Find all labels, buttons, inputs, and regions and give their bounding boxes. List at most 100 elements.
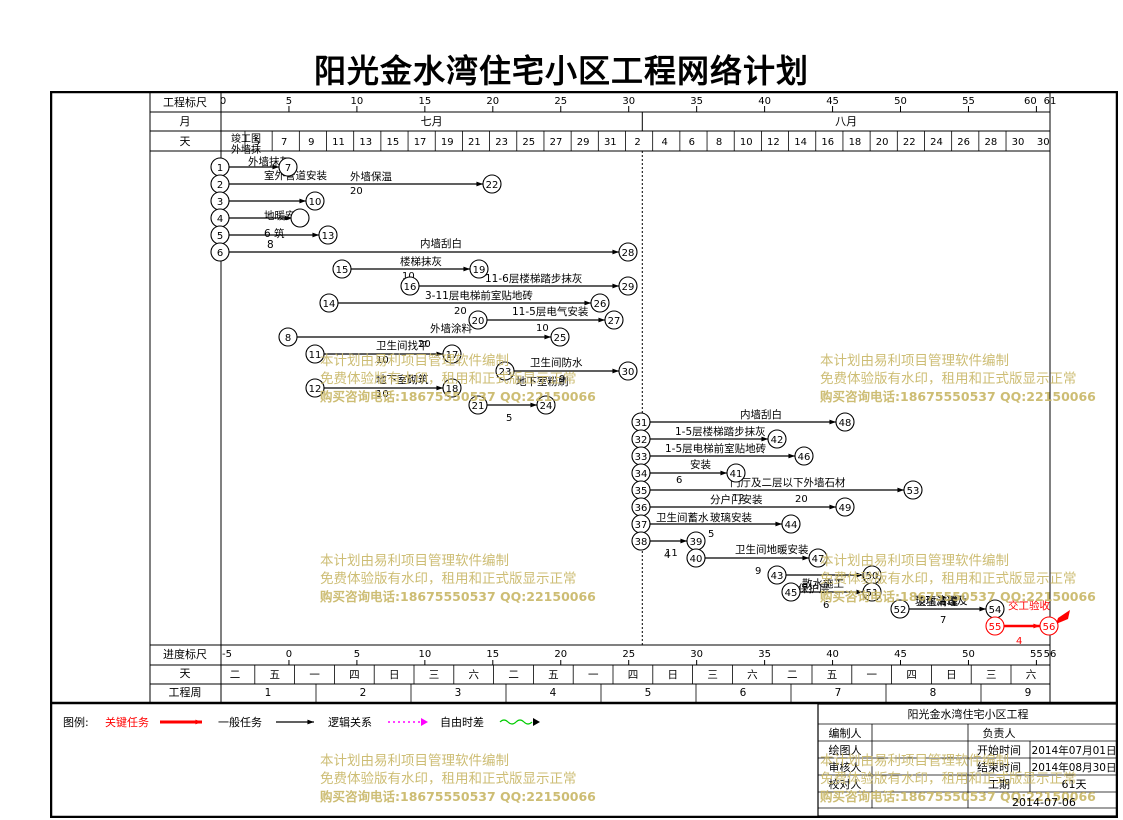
progress-tick-label: 35 [758,649,771,660]
task-label: 11-6层楼梯踏步抹灰 [485,272,582,285]
task-arrow-head [761,436,768,442]
weekday-label: 四 [906,669,917,681]
node-number: 19 [473,265,486,276]
scale-tick-label: 60 [1024,96,1037,107]
task-arrow-head [720,470,727,476]
task-arrow-head [680,538,687,544]
node-number: 31 [635,418,648,429]
node-circle [862,582,882,602]
task-arrow-head [463,266,470,272]
node-circle [482,174,502,194]
node-number: 8 [285,333,291,344]
task-arrow-head [856,589,863,595]
day-label: 20 [876,137,889,148]
node-number: 52 [894,605,907,616]
node-circle [210,242,230,262]
task-label: 1-5层楼梯踏步抹灰 [675,425,766,438]
task-duration: 4 [1016,636,1022,647]
node-number: 17 [446,350,459,361]
day-label: 5 [254,137,260,148]
progress-tick-label: 56 [1044,649,1057,660]
legend-float-label: 自由时差 [440,715,484,729]
week-label: 4 [550,687,557,699]
node-number: 46 [798,452,811,463]
task-arrow-head [436,385,443,391]
scale-tick-label: 5 [286,96,292,107]
progress-tick-label: 45 [894,649,907,660]
scale-row-label: 工程标尺 [163,95,207,109]
task-label: 卫生间蓄水 [656,511,709,524]
node-number: 7 [285,163,291,174]
month-label-august: 八月 [835,115,857,128]
node-circle [835,412,855,432]
scale-tick-label: 61 [1044,96,1057,107]
scale-tick-label: 35 [690,96,703,107]
first-day-label: 竣工图 [231,132,261,145]
week-label: 7 [835,687,842,699]
task-duration: 6 [676,475,682,486]
scale-tick-label: 10 [351,96,364,107]
task-duration: 20 [795,494,808,505]
node-number: 40 [690,554,703,565]
node-circle [781,582,801,602]
task-arrow-head [612,368,619,374]
node-number: 41 [730,469,743,480]
task-duration: 20 [418,339,431,350]
node-circle [305,378,325,398]
node-number: 11 [309,350,322,361]
node-circle [442,378,462,398]
node-number: 12 [309,384,322,395]
info-duration-value: 61天 [1062,778,1087,791]
task-duration: 5 [708,529,714,540]
node-number: 14 [323,299,336,310]
node-circle [726,463,746,483]
month-row-label: 月 [180,115,191,128]
node-circle [618,276,638,296]
progress-tick-label: 15 [486,649,499,660]
node-circle [550,327,570,347]
node-circle [686,548,706,568]
task-label: 内墙刮白 [420,237,462,250]
node-number: 44 [785,520,798,531]
node-number: 34 [635,469,648,480]
node-circle [618,242,638,262]
task-duration: 7 [940,615,946,626]
legend-float-head [533,718,540,726]
weekday-label: 五 [548,669,559,681]
day-label: 26 [957,137,970,148]
task-label: 玻璃安装 [710,511,752,524]
weekday-label: 日 [389,669,400,681]
task-duration: 9 [559,374,565,385]
weekday-label: 三 [707,669,718,681]
task-arrow-head [299,198,306,204]
week-label: 9 [1025,687,1032,699]
task-label: 室外管道安装 [264,169,327,182]
node-number: 39 [690,537,703,548]
node-number: 47 [812,554,825,565]
day-label: 30 [1037,137,1050,148]
node-number: 26 [594,299,607,310]
day-label: 19 [441,137,454,148]
task-duration: 6 [823,600,829,611]
legend-critical-label: 关键任务 [105,715,149,729]
day-label: 18 [849,137,862,148]
task-arrow-head [829,419,836,425]
node-number: 45 [785,588,798,599]
node-circle [468,310,488,330]
task-label: 安装 [690,458,711,471]
node-circle [903,480,923,500]
node-number: 13 [322,231,335,242]
node-number: 18 [446,384,459,395]
node-number: 42 [771,435,784,446]
info-reviewer-label: 审核人 [829,760,862,774]
task-label: 内墙刮白 [740,408,782,421]
task-label: 楼梯抹灰 [400,255,442,268]
node-circle [808,548,828,568]
day-label: 12 [767,137,780,148]
task-duration: 10 [376,355,389,366]
node-circle [631,531,651,551]
info-responsible-label: 负责人 [983,726,1016,740]
